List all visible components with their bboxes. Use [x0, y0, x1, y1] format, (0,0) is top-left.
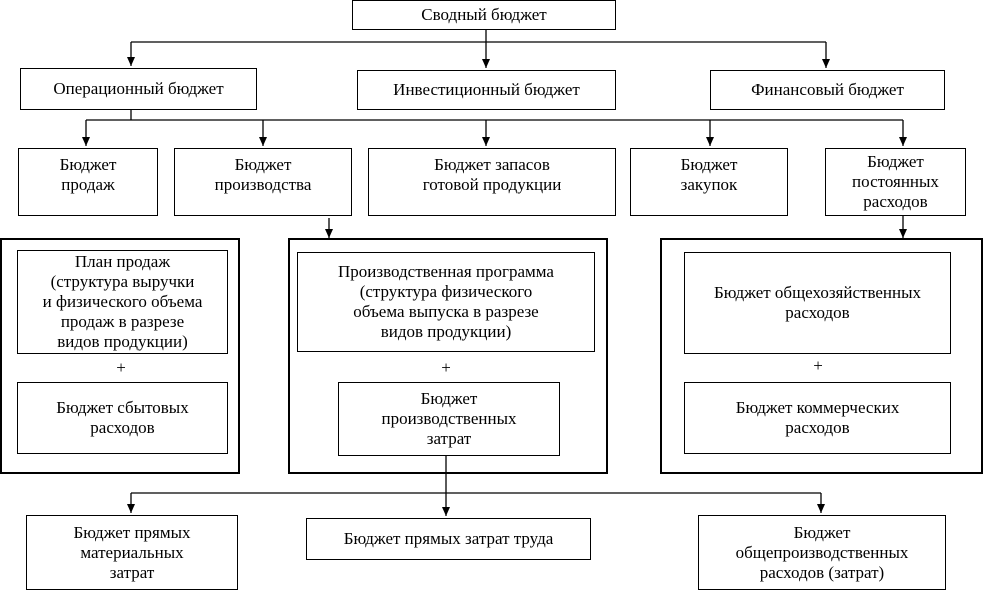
financial-budget-label: Финансовый бюджет — [751, 80, 904, 99]
fixed-costs-group-frame — [660, 238, 983, 474]
sales-group-frame — [0, 238, 240, 474]
investment-budget-label: Инвестиционный бюджет — [393, 80, 580, 99]
direct-labor-budget-label: Бюджет прямых затрат труда — [343, 529, 554, 548]
production-group-frame — [288, 238, 608, 474]
financial-budget-box: Финансовый бюджет — [710, 70, 945, 110]
direct-materials-budget-label: Бюджет прямых материальных затрат — [73, 522, 191, 582]
summary-budget-box: Сводный бюджет — [352, 0, 616, 30]
production-budget-label: Бюджет производства — [214, 155, 312, 194]
commercial-expenses-box: Бюджет коммерческих расходов — [684, 382, 951, 454]
sales-plan-box: План продаж (структура выручки и физичес… — [17, 250, 228, 354]
purchases-budget-label: Бюджет закупок — [680, 155, 738, 194]
sales-budget-label: Бюджет продаж — [59, 155, 117, 194]
investment-budget-box: Инвестиционный бюджет — [357, 70, 616, 110]
direct-materials-budget-box: Бюджет прямых материальных затрат — [26, 515, 238, 590]
production-costs-box: Бюджет производственных затрат — [338, 382, 560, 456]
sales-budget-box: Бюджет продаж — [18, 148, 158, 216]
inventory-budget-label: Бюджет запасов готовой продукции — [422, 155, 562, 194]
sales-plus-sign: + — [116, 358, 126, 377]
overhead-budget-box: Бюджет общепроизводственных расходов (за… — [698, 515, 946, 590]
operational-budget-label: Операционный бюджет — [53, 79, 224, 98]
general-expenses-label: Бюджет общехозяйственных расходов — [713, 283, 922, 322]
sales-plan-label: План продаж (структура выручки и физичес… — [42, 252, 203, 351]
selling-expenses-label: Бюджет сбытовых расходов — [56, 398, 189, 437]
production-program-box: Производственная программа (структура фи… — [297, 252, 595, 352]
selling-expenses-box: Бюджет сбытовых расходов — [17, 382, 228, 454]
overhead-budget-label: Бюджет общепроизводственных расходов (за… — [735, 522, 909, 582]
general-expenses-box: Бюджет общехозяйственных расходов — [684, 252, 951, 354]
production-costs-label: Бюджет производственных затрат — [381, 389, 517, 448]
fixed-plus-sign: + — [813, 356, 823, 375]
summary-budget-label: Сводный бюджет — [421, 5, 547, 24]
inventory-budget-box: Бюджет запасов готовой продукции — [368, 148, 616, 216]
fixed-costs-budget-label: Бюджет постоянных расходов — [852, 152, 939, 211]
commercial-expenses-label: Бюджет коммерческих расходов — [735, 398, 900, 437]
purchases-budget-box: Бюджет закупок — [630, 148, 788, 216]
production-program-label: Производственная программа (структура фи… — [338, 262, 554, 341]
fixed-costs-budget-box: Бюджет постоянных расходов — [825, 148, 966, 216]
production-plus-sign: + — [441, 358, 451, 377]
production-budget-box: Бюджет производства — [174, 148, 352, 216]
direct-labor-budget-box: Бюджет прямых затрат труда — [306, 518, 591, 560]
operational-budget-box: Операционный бюджет — [20, 68, 257, 110]
